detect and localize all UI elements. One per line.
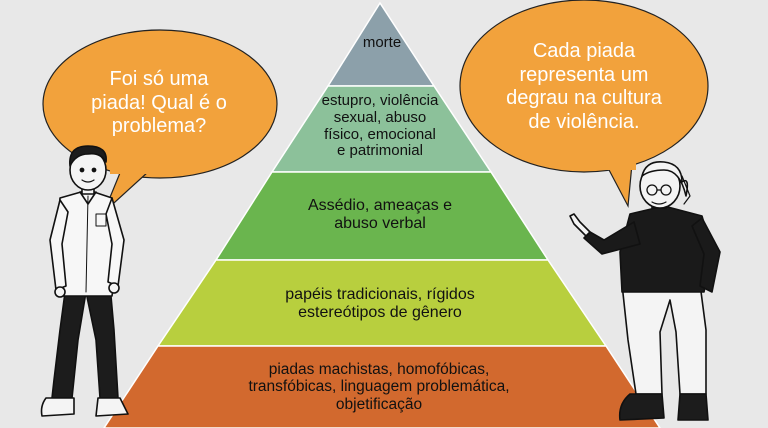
woman-figure bbox=[569, 160, 721, 421]
pyramid-label-sexual-violence: estupro, violência sexual, abuso físico,… bbox=[321, 92, 439, 160]
pyramid-label-death: morte bbox=[362, 34, 402, 51]
left-bubble-text: Foi só uma piada! Qual é o problema? bbox=[91, 68, 227, 138]
right-speech-bubble bbox=[459, 0, 709, 209]
man-figure bbox=[40, 145, 129, 417]
pyramid-label-jokes: piadas machistas, homofóbicas, transfóbi… bbox=[248, 361, 510, 413]
left-speech-bubble bbox=[42, 29, 278, 213]
pyramid-label-stereotypes: papéis tradicionais, rígidos estereótipo… bbox=[285, 286, 475, 321]
right-bubble-text: Cada piada representa um degrau na cultu… bbox=[506, 40, 662, 133]
pyramid bbox=[103, 1, 661, 428]
pyramid-label-harassment: Assédio, ameaças e abuso verbal bbox=[307, 197, 453, 232]
